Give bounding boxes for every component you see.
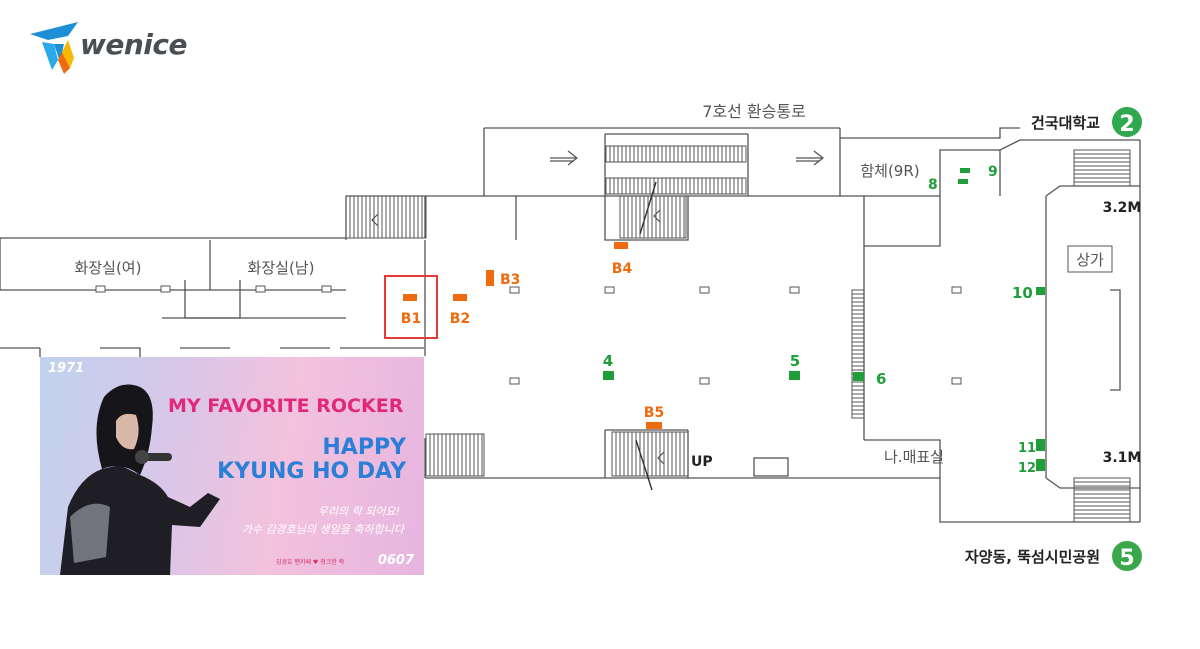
line5-badge bbox=[1112, 541, 1142, 571]
room-ticket-office: 나.매표실 bbox=[884, 448, 944, 466]
line2-badge bbox=[1112, 107, 1142, 137]
exit-9-marker bbox=[960, 168, 970, 173]
ad-date: 0607 bbox=[377, 553, 414, 568]
up-label: UP bbox=[691, 454, 713, 470]
exit-8-label: 8 bbox=[928, 177, 938, 193]
ad-spot-b3-marker bbox=[486, 270, 494, 286]
exit-6-label: 6 bbox=[876, 370, 886, 388]
ad-spot-b5-label: B5 bbox=[644, 405, 664, 421]
exit-5-marker bbox=[789, 371, 800, 380]
exit-12-label: 12 bbox=[1018, 461, 1036, 476]
exits: 4 5 6 8 9 10 11 12 bbox=[603, 164, 1045, 476]
exit-10-marker bbox=[1036, 287, 1045, 295]
stair-breaks bbox=[635, 181, 657, 491]
shop-box bbox=[1067, 245, 1113, 273]
room-shop: 상가 bbox=[1076, 251, 1104, 269]
wenice-logo: wenice bbox=[30, 22, 210, 76]
stairs bbox=[345, 145, 1131, 523]
ad-spot-b5-marker bbox=[646, 422, 662, 429]
exit-11-label: 11 bbox=[1018, 441, 1036, 456]
ad-message-line1: 우리의 락 되어요! bbox=[317, 505, 400, 518]
ad-spot-b1-label: B1 bbox=[401, 311, 421, 327]
exit-9-label: 9 bbox=[988, 164, 998, 180]
room-toilet-women: 화장실(여) bbox=[75, 259, 142, 277]
exit-12-marker bbox=[1036, 459, 1045, 471]
exit-10-label: 10 bbox=[1012, 284, 1033, 302]
destination-top-name: 건국대학교 bbox=[1031, 114, 1100, 132]
exit-11-marker bbox=[1036, 439, 1045, 451]
ad-spot-b1-marker bbox=[403, 294, 417, 301]
destination-bottom-name: 자양동, 뚝섬시민공원 bbox=[965, 548, 1100, 566]
pillars bbox=[95, 285, 962, 385]
transfer-corridor-label: 7호선 환승통로 bbox=[702, 102, 806, 121]
exit-5-label: 5 bbox=[790, 352, 800, 370]
ad-spot-b4-label: B4 bbox=[612, 261, 633, 277]
ad-credit: 김경호 팬카페 ♥ 청크한 락 bbox=[276, 559, 345, 566]
ad-message-line2: 가수 김경호님의 생일을 축하합니다 bbox=[241, 523, 404, 536]
stair-width-bottom: 3.1M bbox=[1103, 450, 1142, 466]
brand-name: wenice bbox=[80, 28, 187, 61]
ad-spot-b2-marker bbox=[453, 294, 467, 301]
wenice-logo-icon bbox=[30, 22, 78, 74]
exit-4-marker bbox=[603, 371, 614, 380]
ad-spot-b3-label: B3 bbox=[500, 272, 520, 288]
direction-arrows bbox=[371, 150, 824, 465]
room-platform-car: 함체(9R) bbox=[860, 162, 919, 180]
ad-title-line1: MY FAVORITE ROCKER bbox=[168, 395, 404, 417]
ad-spot-b1-highlight bbox=[384, 275, 438, 339]
ad-spot-b4-marker bbox=[614, 242, 628, 249]
ad-spot-b2-label: B2 bbox=[450, 311, 470, 327]
ad-year: 1971 bbox=[48, 361, 85, 376]
exit-4-label: 4 bbox=[603, 352, 613, 370]
exit-8-marker bbox=[958, 179, 968, 184]
ad-title-line3: KYUNG HO DAY bbox=[217, 459, 406, 484]
ad-title-line2: HAPPY bbox=[322, 435, 406, 460]
ad-preview-card: 1971 MY FAVORITE ROCKER HAPPY KYUNG HO D… bbox=[40, 357, 424, 575]
room-toilet-men: 화장실(남) bbox=[248, 259, 315, 277]
rocker-silhouette-image bbox=[60, 384, 220, 575]
stair-width-top: 3.2M bbox=[1103, 200, 1142, 216]
destination-bottom-exit: 5 bbox=[1119, 546, 1134, 571]
ad-spots: B1 B2 B3 B4 B5 bbox=[384, 242, 664, 429]
exit-6-marker bbox=[853, 372, 864, 381]
destination-top-exit: 2 bbox=[1119, 112, 1134, 137]
stair-hatching bbox=[349, 146, 1130, 519]
